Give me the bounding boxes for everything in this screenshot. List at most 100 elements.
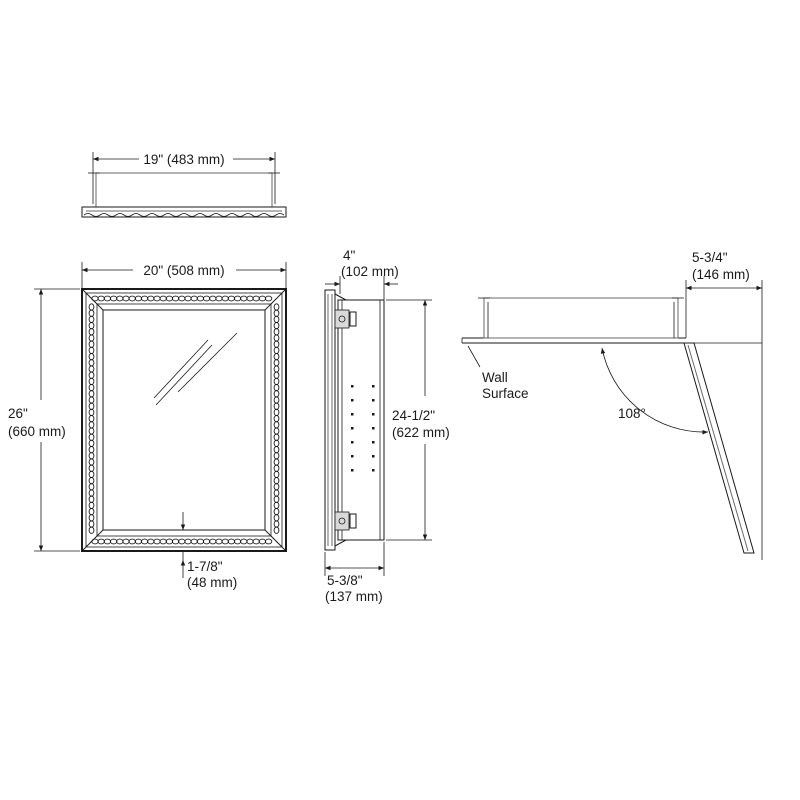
frame-bead — [140, 295, 149, 302]
frame-bead — [134, 295, 143, 302]
frame-bead — [273, 464, 280, 472]
frame-width-label-mm: (48 mm) — [187, 575, 237, 590]
frame-bead — [88, 315, 95, 324]
frame-bead — [116, 295, 124, 302]
frame-bead — [103, 538, 112, 545]
frame-bead — [88, 445, 95, 454]
frame-bead — [273, 352, 280, 361]
frame-bead — [88, 334, 95, 342]
frame-bead — [273, 396, 280, 404]
frame-bead — [147, 295, 155, 302]
frame-bead — [184, 538, 192, 545]
frame-bead — [88, 408, 95, 417]
shelf-pin-hole — [351, 455, 354, 458]
frame-bead — [273, 445, 280, 454]
frame-bead — [140, 538, 149, 545]
frame-bead — [88, 402, 95, 410]
shelf-pin-hole — [351, 441, 354, 444]
frame-bead — [190, 295, 198, 302]
frame-bead — [88, 359, 95, 367]
frame-bead — [202, 295, 211, 302]
shelf-pin-hole — [351, 399, 354, 402]
frame-bead — [88, 452, 95, 460]
frame-bead — [88, 520, 95, 528]
shelf-pin-hole — [372, 455, 375, 458]
frame-bead — [88, 526, 95, 534]
shelf-pin-hole — [372, 399, 375, 402]
frame-bead — [273, 526, 280, 534]
frame-bead — [91, 295, 99, 302]
shelf-pin-hole — [372, 385, 375, 388]
inner-height-label-in: 24-1/2" — [392, 408, 435, 423]
frame-bead — [273, 309, 280, 317]
frame-bead — [88, 352, 95, 361]
frame-bead — [178, 538, 186, 545]
frame-bead — [273, 365, 280, 373]
frame-bead — [273, 452, 280, 460]
frame-bead — [273, 470, 280, 479]
swing-angle-arc — [600, 347, 709, 435]
shelf-pin-hole — [372, 413, 375, 416]
bottom-hinge — [334, 511, 357, 531]
shelf-pin-hole — [351, 469, 354, 472]
frame-bead — [273, 495, 280, 503]
angle-label: 108° — [618, 406, 646, 421]
side-depth-label-mm: (102 mm) — [341, 264, 399, 279]
beaded-frame-trim — [88, 295, 280, 545]
frame-bead — [273, 383, 280, 392]
frame-bead — [88, 340, 95, 348]
frame-bead — [147, 538, 155, 545]
inner-height-label-mm: (622 mm) — [392, 425, 450, 440]
frame-bead — [273, 507, 280, 516]
frame-bead — [273, 340, 280, 348]
frame-bead — [122, 295, 130, 302]
frame-bead — [88, 309, 95, 317]
frame-bead — [88, 390, 95, 398]
frame-bead — [88, 470, 95, 479]
mirror-glare-line — [177, 332, 238, 393]
mirror-glare-line — [153, 339, 209, 399]
frame-bead — [273, 483, 280, 491]
frame-bead — [88, 439, 95, 448]
frame-bead — [273, 402, 280, 410]
frame-bead — [273, 414, 280, 423]
frame-bead — [221, 538, 229, 545]
frame-bead — [88, 414, 95, 423]
side-view: 4" (102 mm) 24-1/2" (622 mm) — [324, 248, 450, 604]
frame-bead — [88, 328, 95, 336]
projection-label-mm: (146 mm) — [692, 267, 750, 282]
frame-bead — [88, 427, 95, 435]
side-cabinet-body — [337, 299, 385, 541]
mirror-glare-line — [155, 344, 213, 406]
frame-bead — [122, 538, 130, 545]
frame-bead — [97, 295, 105, 302]
open-door — [683, 342, 755, 554]
frame-bead — [171, 538, 180, 545]
frame-bead — [240, 538, 248, 545]
frame-bead — [88, 464, 95, 472]
frame-bead — [88, 365, 95, 373]
total-depth-label-in: 5-3/8" — [327, 573, 363, 588]
frame-bead — [88, 377, 95, 386]
frame-bead — [153, 295, 161, 302]
frame-bead — [88, 321, 95, 330]
top-view: 19" (483 mm) — [81, 152, 287, 218]
side-depth-label-in: 4" — [343, 248, 356, 263]
frame-bead — [88, 483, 95, 491]
frame-bead — [273, 408, 280, 417]
frame-bead — [215, 295, 223, 302]
frame-bead — [273, 321, 280, 330]
frame-bead — [97, 538, 105, 545]
frame-bead — [196, 295, 205, 302]
frame-bead — [88, 421, 95, 429]
frame-bead — [273, 427, 280, 435]
frame-bead — [88, 507, 95, 516]
frame-bead — [273, 371, 280, 379]
frame-bead — [273, 501, 280, 510]
frame-bead — [273, 458, 280, 466]
frame-bead — [227, 538, 236, 545]
frame-bead — [153, 538, 161, 545]
frame-bead — [273, 359, 280, 367]
door-swing-view: 5-3/4" (146 mm) 108° Wall Surface — [461, 250, 763, 560]
frame-bead — [273, 514, 280, 522]
